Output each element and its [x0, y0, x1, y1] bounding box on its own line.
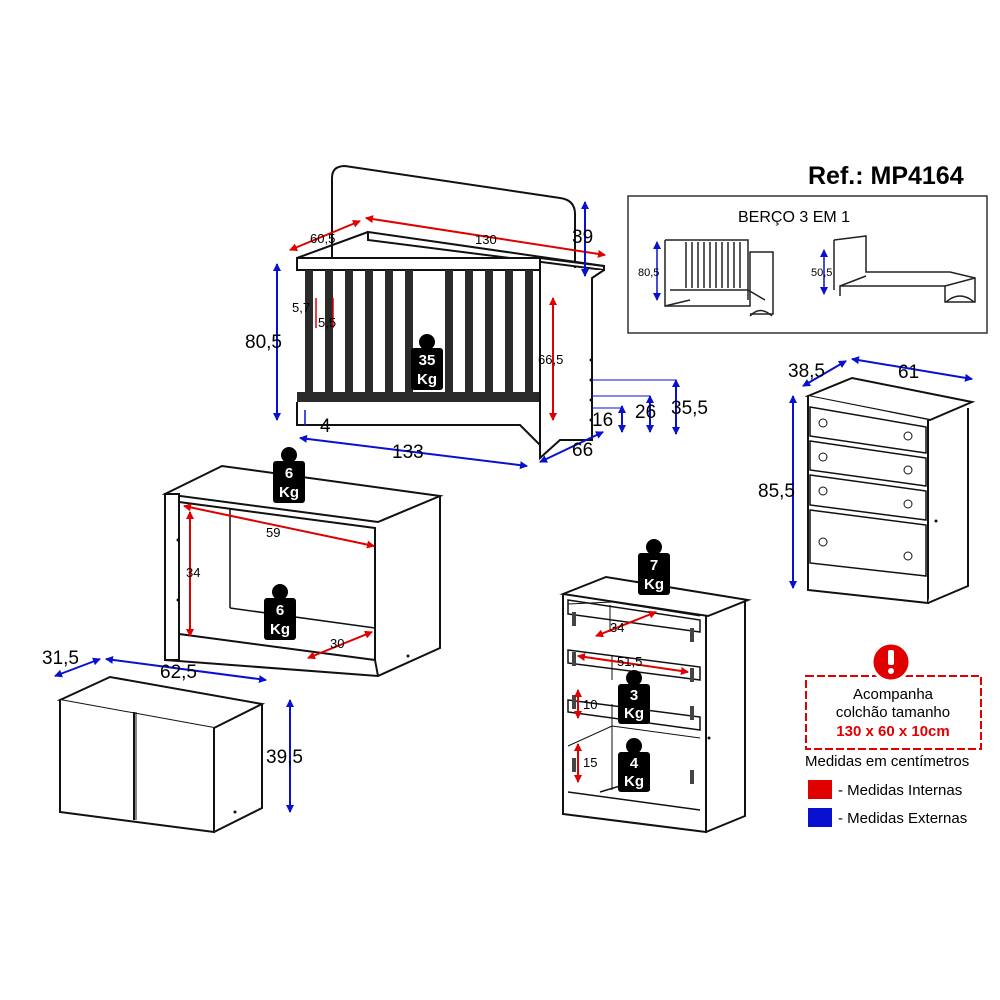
shelf-top-weight-icon: 6 Kg — [273, 447, 305, 503]
chest-bottom-weight-icon: 4 Kg — [618, 738, 650, 792]
shelf-top-weight-value: 6 — [285, 465, 293, 482]
notice-line-2: colchão tamanho — [836, 704, 950, 721]
reference-code: Ref.: MP4164 — [808, 162, 964, 190]
crib-weight-value: 35 — [419, 352, 436, 369]
crib-drawing — [296, 164, 605, 461]
inset-title: BERÇO 3 EM 1 — [738, 209, 850, 226]
cabinet-depth-label: 31,5 — [42, 648, 79, 669]
dresser-height-label: 85,5 — [758, 481, 795, 502]
chest-drawer-small-label: 10 — [583, 697, 597, 712]
wall-cabinet-drawing — [56, 675, 266, 834]
shelf-inner-height-label: 34 — [186, 565, 200, 580]
slat-gap-b-label: 5,5 — [318, 315, 336, 330]
chest-top-weight-unit: Kg — [644, 576, 664, 593]
cabinet-height-label: 39,5 — [266, 747, 303, 768]
crib-inner-length-label: 130 — [475, 232, 497, 247]
notice-line-1: Acompanha — [853, 686, 934, 703]
shelf-inner-weight-icon: 6 Kg — [264, 584, 296, 640]
chest-mid-weight-unit: Kg — [624, 705, 644, 722]
shelf-inner-weight-value: 6 — [276, 602, 284, 619]
crib-width-label: 133 — [392, 442, 424, 463]
shelf-inner-width-label: 59 — [266, 525, 280, 540]
dresser-depth-label: 38,5 — [788, 361, 825, 382]
crib-depth-label: 66 — [572, 440, 593, 461]
crib-height-label: 80,5 — [245, 332, 282, 353]
crib-weight-icon: 35 Kg — [411, 334, 443, 390]
height-16-label: 16 — [592, 410, 613, 431]
legend-external: - Medidas Externas — [838, 810, 967, 827]
inset-crib-height: 80,5 — [638, 267, 659, 279]
notice-line-3: 130 x 60 x 10cm — [836, 723, 949, 740]
shelf-top-weight-unit: Kg — [279, 484, 299, 501]
inset-bed-height: 50,5 — [811, 267, 832, 279]
legend: Medidas em centímetros - Medidas Interna… — [805, 753, 969, 827]
dresser-width-label: 61 — [898, 362, 919, 383]
height-26-label: 26 — [635, 402, 656, 423]
chest-drawer-large-label: 15 — [583, 755, 597, 770]
open-chest-drawing — [559, 575, 752, 834]
convertible-crib-inset: BERÇO 3 EM 1 80,5 50,5 — [627, 195, 988, 334]
slat-gap-a-label: 5,7 — [292, 300, 310, 315]
base-height-label: 4 — [320, 416, 331, 437]
crib-inner-depth-label: 60,5 — [310, 231, 335, 246]
chest-bottom-weight-value: 4 — [630, 755, 639, 772]
drawer-dresser-drawing — [804, 376, 976, 605]
chest-inner-depth-label: 34 — [610, 620, 624, 635]
chest-top-weight-icon: 7 Kg — [638, 539, 670, 595]
chest-mid-weight-value: 3 — [630, 687, 638, 704]
height-35-label: 35,5 — [671, 398, 708, 419]
legend-swatch-external — [808, 808, 832, 827]
crib-weight-unit: Kg — [417, 371, 437, 388]
shelf-inner-depth-label: 30 — [330, 636, 344, 651]
chest-inner-width-label: 51,5 — [617, 654, 642, 669]
shelf-inner-weight-unit: Kg — [270, 621, 290, 638]
mattress-notice: Acompanha colchão tamanho 130 x 60 x 10c… — [805, 641, 982, 750]
crib-side-height-label: 66,5 — [538, 352, 563, 367]
headboard-height-label: 39 — [572, 227, 593, 248]
chest-bottom-weight-unit: Kg — [624, 773, 644, 790]
legend-title: Medidas em centímetros — [805, 753, 969, 770]
legend-internal: - Medidas Internas — [838, 782, 962, 799]
chest-top-weight-value: 7 — [650, 557, 658, 574]
cabinet-width-label: 62,5 — [160, 662, 197, 683]
chest-mid-weight-icon: 3 Kg — [618, 670, 650, 724]
legend-swatch-internal — [808, 780, 832, 799]
